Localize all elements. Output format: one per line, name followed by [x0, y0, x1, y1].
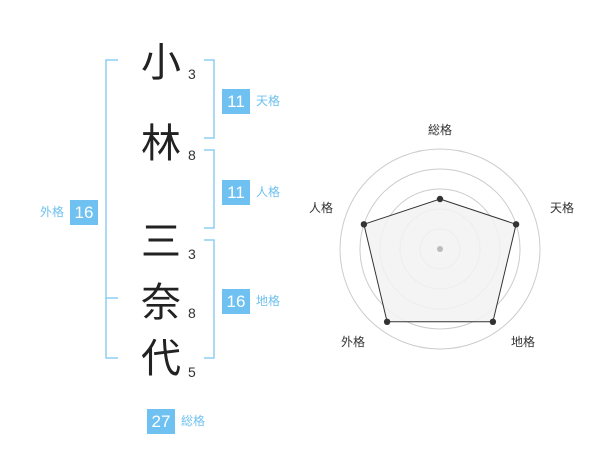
- radar-center-dot: [437, 246, 443, 252]
- name-char-1: 小: [141, 40, 181, 86]
- radar-label-gaikaku: 外格: [341, 335, 366, 349]
- radar-point-4: [383, 318, 391, 325]
- tenkaku-label: 天格: [256, 94, 281, 108]
- radar-label-chikaku: 地格: [511, 335, 536, 349]
- radar-label-soukaku: 総格: [428, 123, 453, 137]
- chikaku-label: 地格: [256, 294, 281, 308]
- soukaku-badge: 27 総格: [147, 409, 205, 434]
- name-char-5: 代: [141, 336, 181, 382]
- radar-ring: [339, 148, 541, 350]
- radar-points: [360, 195, 520, 325]
- chikaku-value: 16: [222, 289, 250, 314]
- gaikaku-bracket: [105, 59, 118, 359]
- jinkaku-value: 11: [222, 180, 250, 205]
- radar-point-2: [512, 221, 520, 228]
- soukaku-value: 27: [147, 409, 175, 434]
- tenkaku-badge: 11 天格: [222, 89, 280, 114]
- jinkaku-label: 人格: [256, 185, 281, 199]
- stroke-count-5: 5: [188, 364, 196, 380]
- radar-polygon: [363, 198, 517, 323]
- jinkaku-bracket: [204, 149, 215, 229]
- chikaku-bracket: [204, 239, 215, 359]
- radar-ring: [359, 168, 521, 330]
- stroke-count-4: 8: [188, 305, 196, 321]
- radar-point-5: [360, 221, 368, 228]
- name-char-4: 奈: [141, 280, 181, 326]
- soukaku-label: 総格: [181, 414, 206, 428]
- radar-label-tenkaku: 天格: [550, 201, 575, 215]
- name-char-3: 三: [141, 219, 181, 265]
- radar-point-1: [436, 195, 444, 203]
- name-char-2: 林: [141, 121, 181, 167]
- jinkaku-badge: 11 人格: [222, 180, 280, 205]
- radar-point-3: [489, 318, 497, 325]
- tenkaku-bracket: [204, 59, 215, 139]
- gaikaku-value: 16: [70, 200, 99, 225]
- gaikaku-label: 外格: [40, 205, 65, 219]
- stroke-count-1: 3: [188, 66, 196, 82]
- tenkaku-value: 11: [222, 89, 250, 114]
- gaikaku-badge: 外格 16: [40, 200, 99, 225]
- chikaku-badge: 16 地格: [222, 289, 280, 314]
- stroke-count-2: 8: [188, 147, 196, 163]
- stroke-count-3: 3: [188, 246, 196, 262]
- radar-label-jinkaku: 人格: [309, 201, 334, 215]
